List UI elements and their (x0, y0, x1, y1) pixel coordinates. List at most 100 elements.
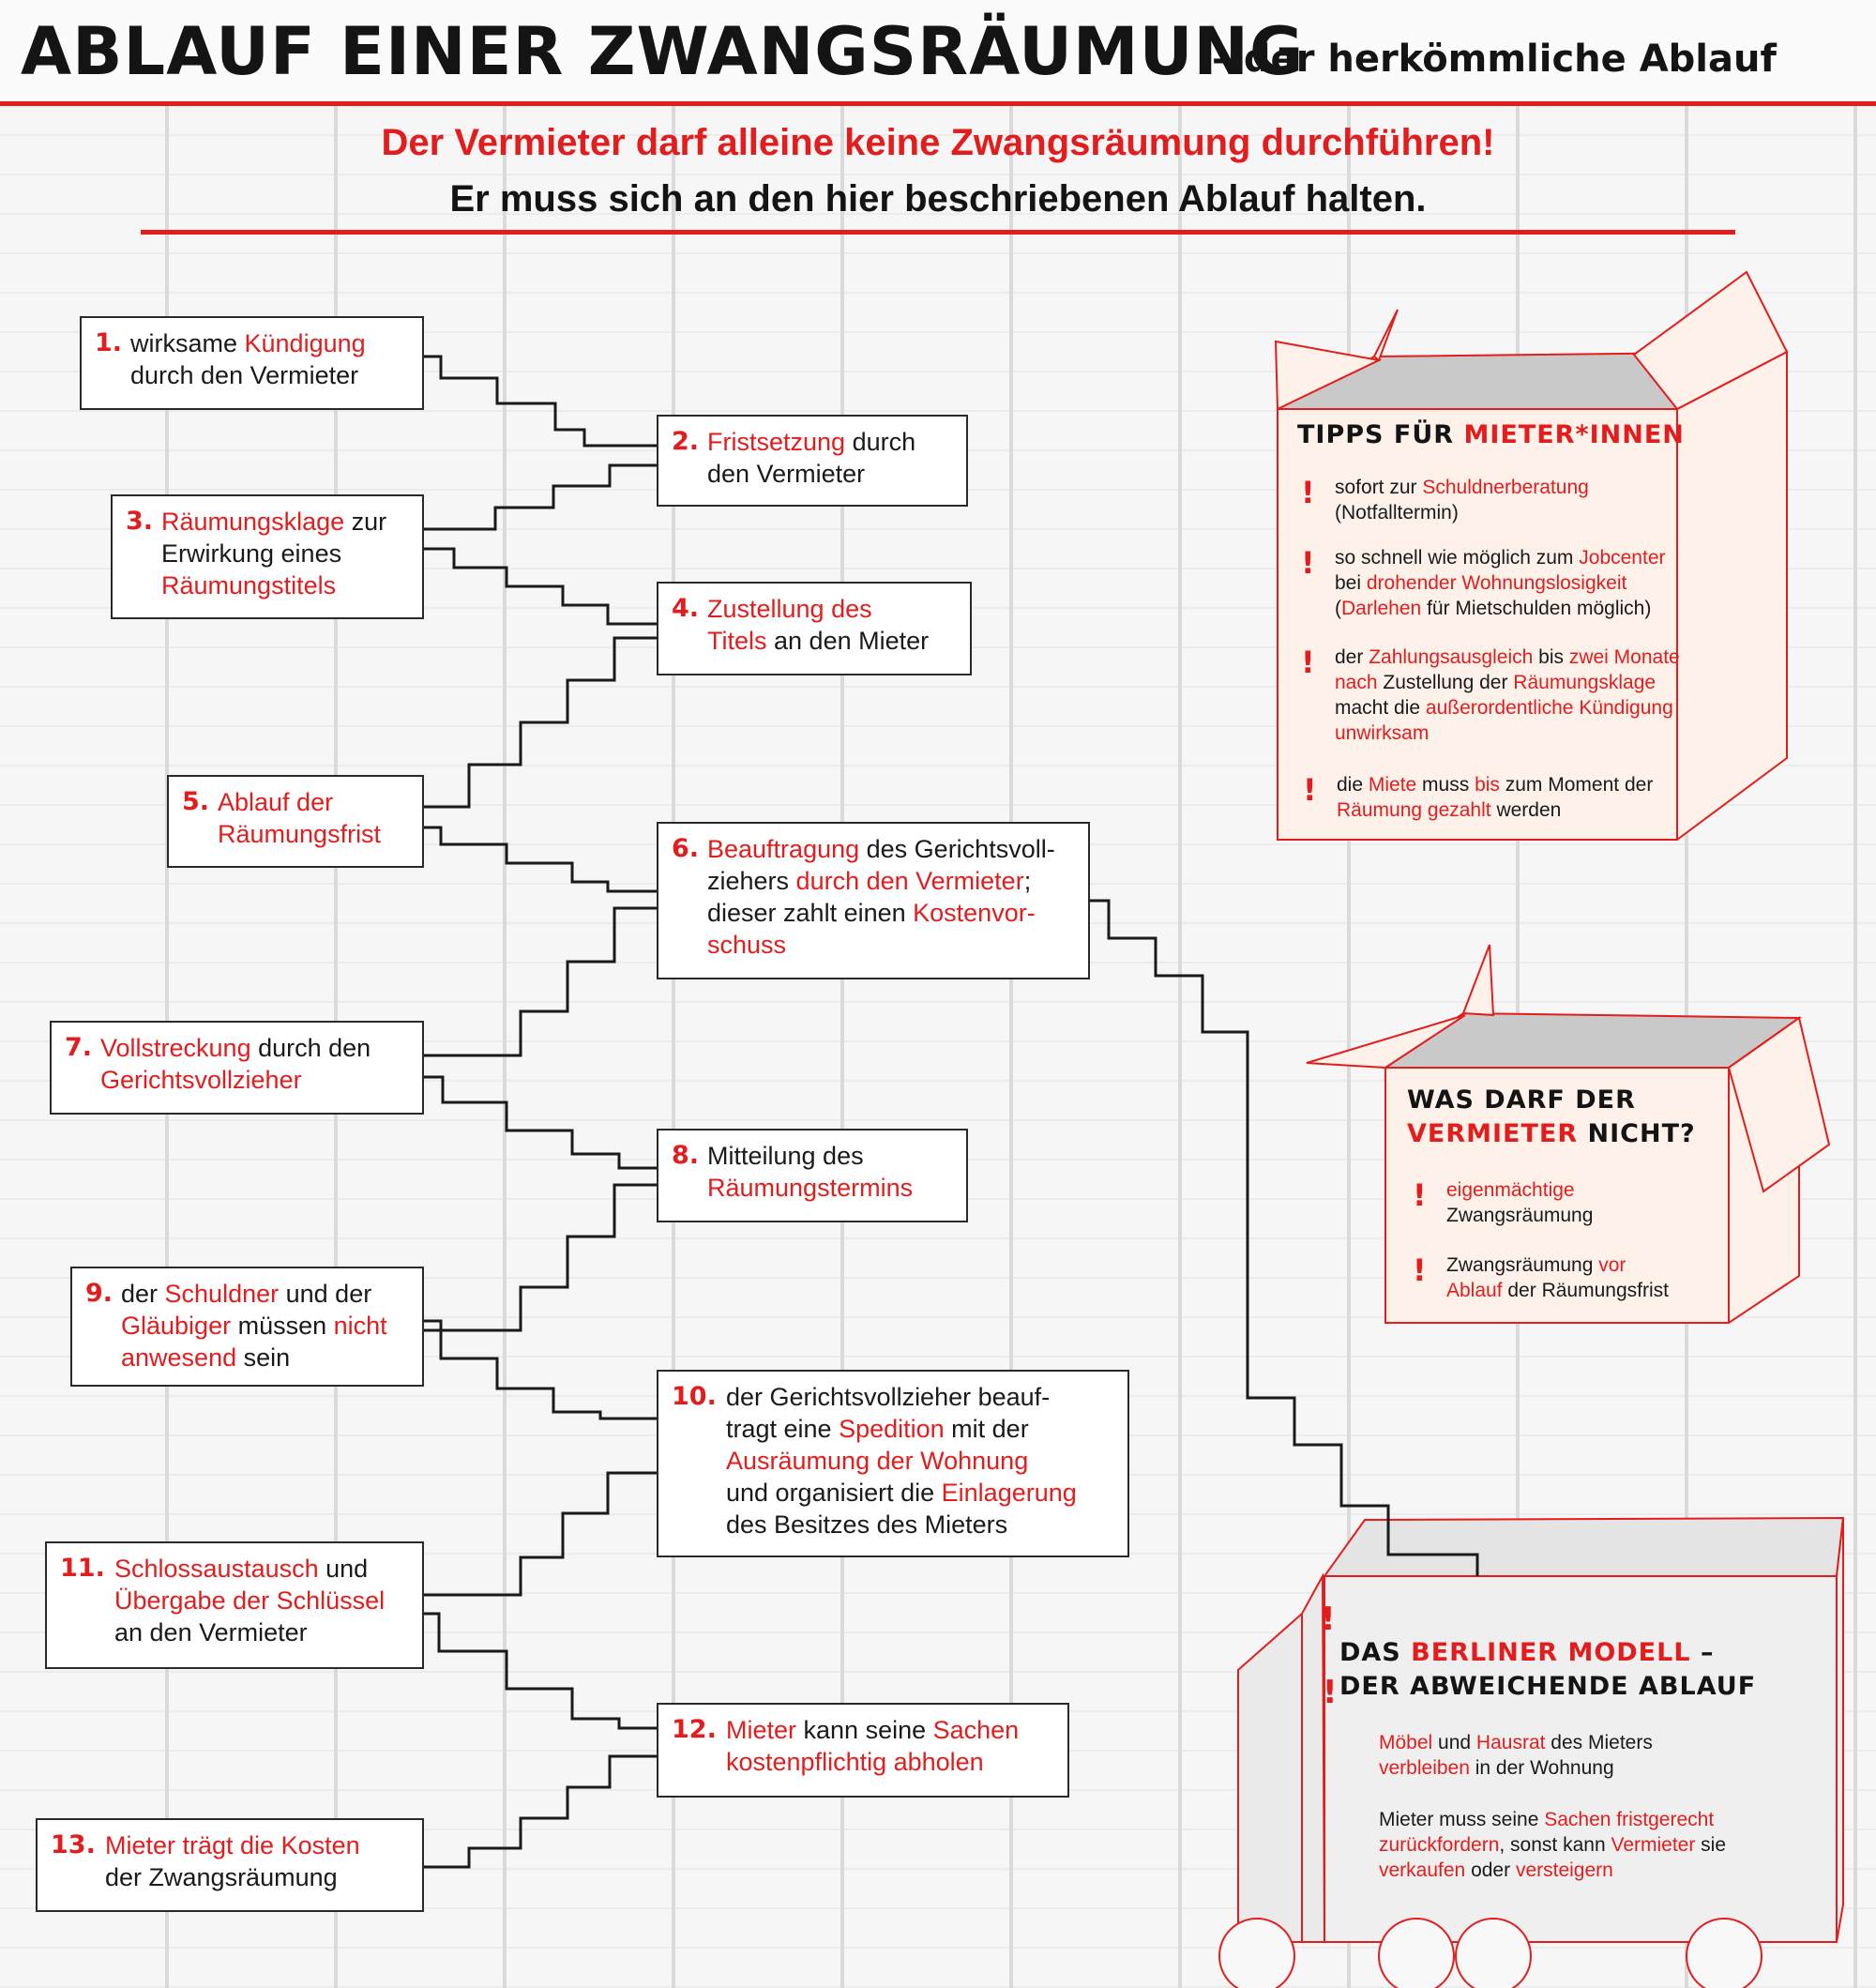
text-line: an den Vermieter (114, 1616, 385, 1648)
exclamation-icon: ! (1301, 645, 1315, 680)
text: dieser zahlt einen (707, 899, 914, 927)
highlight-text: Fristsetzung (707, 428, 846, 456)
highlight-text: Räumungstitels (161, 571, 337, 599)
text-line: der Zahlungsausgleich bis zwei Monate (1335, 645, 1680, 670)
highlight-text: Schuldner (164, 1280, 280, 1308)
text: ( (1335, 598, 1341, 619)
text: bei (1335, 572, 1367, 594)
step-number: 5. (182, 787, 210, 816)
berlin-title-black1: DAS (1339, 1638, 1412, 1667)
step-number: 4. (672, 594, 700, 623)
step-connectors (424, 355, 1479, 1869)
text: des Mieters (1545, 1732, 1653, 1753)
text: die (1337, 774, 1369, 796)
highlight-text: Ablauf der (218, 788, 334, 816)
text: und organisiert die (726, 1479, 942, 1507)
step-number: 12. (672, 1715, 717, 1744)
highlight-text: Mieter (726, 1716, 797, 1744)
page-subtitle: – der herkömmliche Ablauf (1212, 38, 1777, 81)
highlight-text: nicht (333, 1312, 387, 1340)
text-line: bei drohender Wohnungslosigkeit (1335, 570, 1666, 596)
step-number: 6. (672, 834, 700, 863)
text-line: Mieter muss seine Sachen fristgerecht (1379, 1807, 1726, 1832)
step-number: 13. (51, 1830, 96, 1859)
text: für Mietschulden möglich) (1421, 598, 1652, 619)
text: so schnell wie möglich zum (1335, 547, 1580, 569)
highlight-text: Gerichtsvollzieher (100, 1066, 302, 1094)
highlight-text: Hausrat (1475, 1732, 1546, 1753)
text-line: durch den Vermieter (130, 359, 366, 391)
text-line: der Schuldner und der (121, 1278, 387, 1310)
berlin-title-red: BERLINER MODELL (1411, 1638, 1691, 1667)
text-line: Gläubiger müssen nicht (121, 1310, 387, 1342)
text: Zwangsräumung (1446, 1254, 1599, 1276)
text-line: so schnell wie möglich zum Jobcenter (1335, 545, 1666, 570)
text-line: Ablauf der Räumungsfrist (1446, 1278, 1669, 1303)
highlight-text: Vollstreckung (100, 1034, 251, 1062)
text-line: Titels an den Mieter (707, 625, 929, 657)
text: muss (1416, 774, 1475, 796)
text: sein (236, 1343, 291, 1372)
text: an den Mieter (766, 627, 930, 655)
text: und (318, 1555, 369, 1583)
text: der (121, 1280, 165, 1308)
text: ziehers (707, 867, 796, 895)
text: an den Vermieter (114, 1618, 308, 1647)
text-line: (Notfalltermin) (1335, 500, 1589, 525)
highlight-text: Gläubiger (121, 1312, 232, 1340)
text: wirksame (130, 329, 245, 357)
text: werden (1490, 799, 1562, 821)
text-line: Mieter kann seine Sachen (726, 1714, 1019, 1746)
text-line: und organisiert die Einlagerung (726, 1477, 1077, 1509)
highlight-text: Vermieter (1611, 1834, 1696, 1856)
text-line: Räumungstitels (161, 569, 386, 601)
lead-warning: Der Vermieter darf alleine keine Zwangsr… (381, 122, 1495, 163)
text: des Gerichtsvoll- (859, 835, 1055, 863)
text-line: Erwirkung eines (161, 538, 386, 569)
text: kann seine (796, 1716, 933, 1744)
step-number: 9. (85, 1279, 113, 1308)
berlin-warning-icon: ! (1321, 1601, 1336, 1638)
highlight-text: außerordentliche Kündigung (1425, 697, 1673, 719)
step-number: 3. (126, 507, 154, 536)
text-line: schuss (707, 929, 1055, 961)
text-line: Gerichtsvollzieher (100, 1064, 371, 1096)
text-line: Fristsetzung durch (707, 426, 915, 458)
text: und der (279, 1280, 372, 1308)
highlight-text: verbleiben (1379, 1757, 1470, 1779)
text-line: zurückfordern, sonst kann Vermieter sie (1379, 1832, 1726, 1858)
text-line: unwirksam (1335, 721, 1680, 746)
header-rule (0, 101, 1876, 106)
highlight-text: drohender Wohnungslosigkeit (1366, 572, 1627, 594)
text: sie (1695, 1834, 1727, 1856)
text-line: der Zwangsräumung (105, 1861, 360, 1893)
highlight-text: Titels (707, 627, 767, 655)
text-line: den Vermieter (707, 458, 915, 490)
highlight-text: verkaufen (1379, 1859, 1466, 1881)
highlight-text: Kostenvor- (913, 899, 1036, 927)
text-line: Zwangsräumung (1446, 1203, 1593, 1228)
exclamation-icon: ! (1301, 475, 1315, 510)
highlight-text: Sachen (932, 1716, 1020, 1744)
step-number: 11. (60, 1554, 105, 1583)
berlin-title-black2: – (1690, 1638, 1715, 1667)
highlight-text: Schuldnerberatung (1422, 477, 1589, 498)
berlin-panel-title-1: DAS BERLINER MODELL – (1339, 1638, 1714, 1667)
text-line: des Besitzes des Mieters (726, 1509, 1077, 1540)
